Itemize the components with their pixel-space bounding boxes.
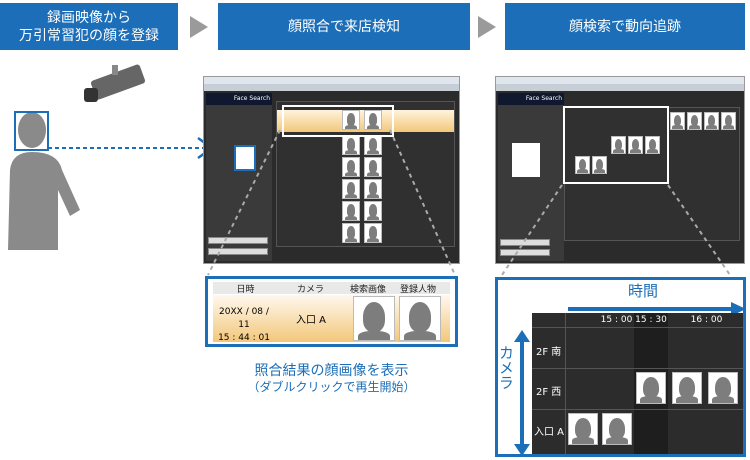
step1-banner: 録画映像から 万引常習犯の顔を登録 [0, 3, 178, 50]
camera-arrow-icon [514, 330, 530, 456]
caption-line2: （ダブルクリックで再生開始） [247, 380, 416, 394]
register-button[interactable] [208, 248, 268, 255]
tracked-face[interactable] [672, 372, 702, 404]
app-logo: Face Search [498, 93, 564, 105]
register-button[interactable] [500, 249, 550, 256]
step2-banner: 顔照合で来店検知 [218, 3, 470, 50]
face-search-window: Face Search [203, 76, 460, 264]
tracking-grid: 15 : 00 15 : 30 16 : 00 2F 南 2F 西 入口 A [532, 313, 743, 454]
arrow-icon [478, 16, 496, 38]
header-registered: 登録人物 [399, 285, 436, 295]
time-arrow-icon [568, 302, 746, 316]
header-camera: カメラ [296, 285, 324, 295]
header-datetime: 日時 [236, 285, 255, 295]
tracked-face[interactable] [568, 413, 598, 445]
query-face-thumb[interactable] [512, 143, 540, 177]
person-silhouette-icon [8, 64, 215, 250]
camera-icon [84, 64, 146, 102]
tracked-face[interactable] [602, 413, 632, 445]
time-col-1530: 15 : 30 [635, 315, 667, 325]
tracking-zoom: 時間 カメラ 15 : 00 15 : 30 16 : 00 2F 南 2F 西… [495, 277, 746, 457]
match-result-zoom: 日時 カメラ 検索画像 登録人物 20XX / 08 / 11 15 : 44 … [205, 276, 458, 347]
search-button[interactable] [208, 237, 268, 244]
app-logo: Face Search [206, 93, 272, 105]
time-col-1600: 16 : 00 [690, 315, 723, 325]
match-date: 20XX / 08 / 11 [219, 307, 269, 330]
tracked-face[interactable] [636, 372, 666, 404]
camera-row-2f-south: 2F 南 [536, 347, 562, 358]
arrow-icon [190, 16, 208, 38]
camera-row-entrance-a: 入口 A [534, 427, 565, 438]
match-camera: 入口 A [295, 315, 327, 326]
face-tracking-window: Face Search [495, 76, 745, 264]
step3-banner: 顔検索で動向追跡 [505, 3, 745, 50]
camera-row-2f-west: 2F 西 [536, 387, 562, 398]
tracked-face[interactable] [708, 372, 738, 404]
time-col-1500: 15 : 00 [600, 315, 633, 325]
match-time: 15 : 44 : 01 [218, 333, 270, 343]
header-search-image: 検索画像 [349, 285, 386, 295]
time-axis-label: 時間 [628, 282, 659, 300]
registered-face-image[interactable] [399, 296, 441, 341]
registered-face-thumb[interactable] [234, 145, 256, 171]
match-row[interactable]: 20XX / 08 / 11 15 : 44 : 01 入口 A [213, 295, 450, 343]
caption-line1: 照合結果の顔画像を表示 [254, 363, 409, 379]
search-face-image[interactable] [353, 296, 395, 341]
camera-axis-label: カメラ [497, 345, 515, 390]
